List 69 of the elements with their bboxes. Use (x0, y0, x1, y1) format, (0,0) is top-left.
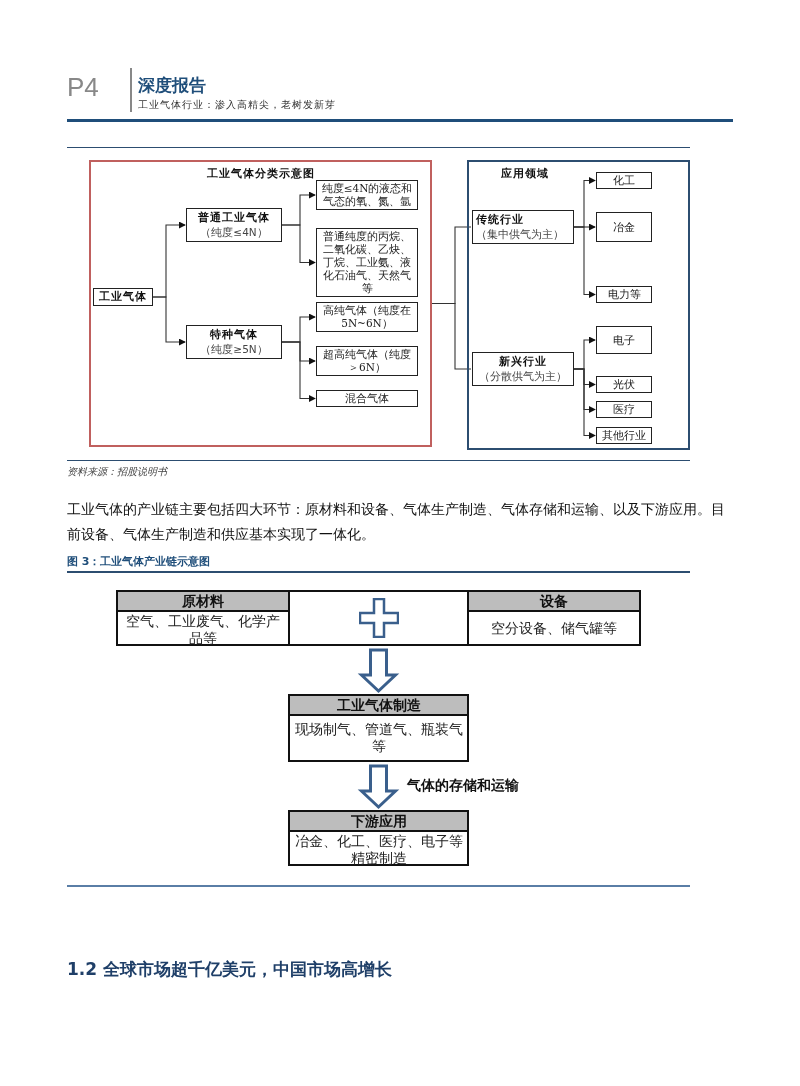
page-number: P4 (67, 72, 99, 103)
frame-title: 工业气体分类示意图 (205, 166, 316, 181)
category-title: 普通工业气体 (198, 211, 270, 225)
figure-title: 图 3：工业气体产业链示意图 (67, 554, 211, 569)
box-label: 化工 (613, 174, 635, 187)
stage-heading: 设备 (469, 592, 639, 612)
plus-box (288, 590, 469, 646)
box-label: 工业气体 (99, 290, 147, 304)
stage-box (288, 810, 469, 866)
connector-arrow (152, 296, 186, 346)
stage-box (116, 590, 290, 646)
section-heading: 1.2 全球市场超千亿美元，中国市场高增长 (67, 958, 393, 981)
body-paragraph: 工业气体的产业链主要包括四大环节：原材料和设备、气体生产制造、气体存储和运输、以及下游应用。目前设备、气体生产制造和供应基本实现了一体化。 (67, 500, 726, 544)
item-box (316, 228, 418, 297)
purity-note: （分散供气为主） (479, 369, 567, 383)
purity-note: （纯度≤4N） (200, 225, 268, 239)
stage-heading: 原材料 (118, 592, 288, 612)
group-frame (467, 160, 690, 450)
item-box (316, 390, 418, 407)
connector-arrow (573, 368, 596, 439)
category-box (186, 208, 282, 242)
box-label: 纯度≤4N的液态和气态的氧、氮、氩 (320, 182, 414, 208)
category-title: 新兴行业 (499, 355, 547, 369)
box-label: 医疗 (613, 403, 635, 416)
category-title: 传统行业 (476, 213, 524, 227)
item-box (596, 401, 652, 418)
box-label: 其他行业 (602, 429, 646, 442)
stage-heading: 下游应用 (290, 812, 467, 832)
box-label: 高纯气体（纯度在5N~6N） (322, 304, 412, 330)
connector-arrow (281, 224, 316, 266)
stage-description: 现场制气、管道气、瓶装气等 (293, 721, 464, 755)
stage-box (288, 694, 469, 762)
root-box (93, 288, 153, 306)
box-label: 电子 (613, 333, 635, 347)
stage-box (467, 590, 641, 646)
category-box (186, 325, 282, 359)
report-title: 深度报告 (138, 74, 206, 97)
category-box (472, 210, 574, 244)
item-box (596, 172, 652, 189)
box-label: 电力等 (607, 288, 641, 301)
block-arrow (357, 648, 400, 694)
item-box (596, 376, 652, 393)
box-label: 冶金 (613, 220, 635, 234)
category-box (472, 352, 574, 386)
group-frame (89, 160, 432, 447)
connector-arrow (281, 341, 316, 402)
purity-note: （纯度≥5N） (200, 342, 268, 356)
box-label: 光伏 (613, 378, 635, 391)
report-subtitle: 工业气体行业：渗入高精尖，老树发新芽 (138, 98, 336, 112)
source-note: 资料来源：招股说明书 (67, 465, 167, 479)
item-box (316, 346, 418, 376)
item-box (596, 212, 652, 242)
box-label: 普通纯度的丙烷、二氧化碳、乙炔、丁烷、工业氨、液化石油气、天然气等 (322, 230, 412, 295)
edge-label: 气体的存储和运输 (406, 776, 519, 795)
item-box (596, 286, 652, 303)
item-box (596, 326, 652, 354)
item-box (316, 302, 418, 332)
connector-arrow (573, 226, 596, 298)
box-label: 超高纯气体（纯度＞6N） (322, 348, 412, 374)
frame-title: 应用领域 (501, 166, 549, 181)
stage-description: 冶金、化工、医疗、电子等精密制造 (293, 833, 464, 867)
item-box (596, 427, 652, 444)
category-title: 特种气体 (210, 328, 258, 342)
block-arrow (357, 764, 400, 810)
stage-description: 空气、工业废气、化学产品等 (125, 613, 281, 647)
stage-heading: 工业气体制造 (290, 696, 467, 716)
box-label: 混合气体 (345, 392, 389, 405)
stage-description: 空分设备、储气罐等 (491, 619, 617, 637)
purity-note: （集中供气为主） (476, 227, 564, 241)
